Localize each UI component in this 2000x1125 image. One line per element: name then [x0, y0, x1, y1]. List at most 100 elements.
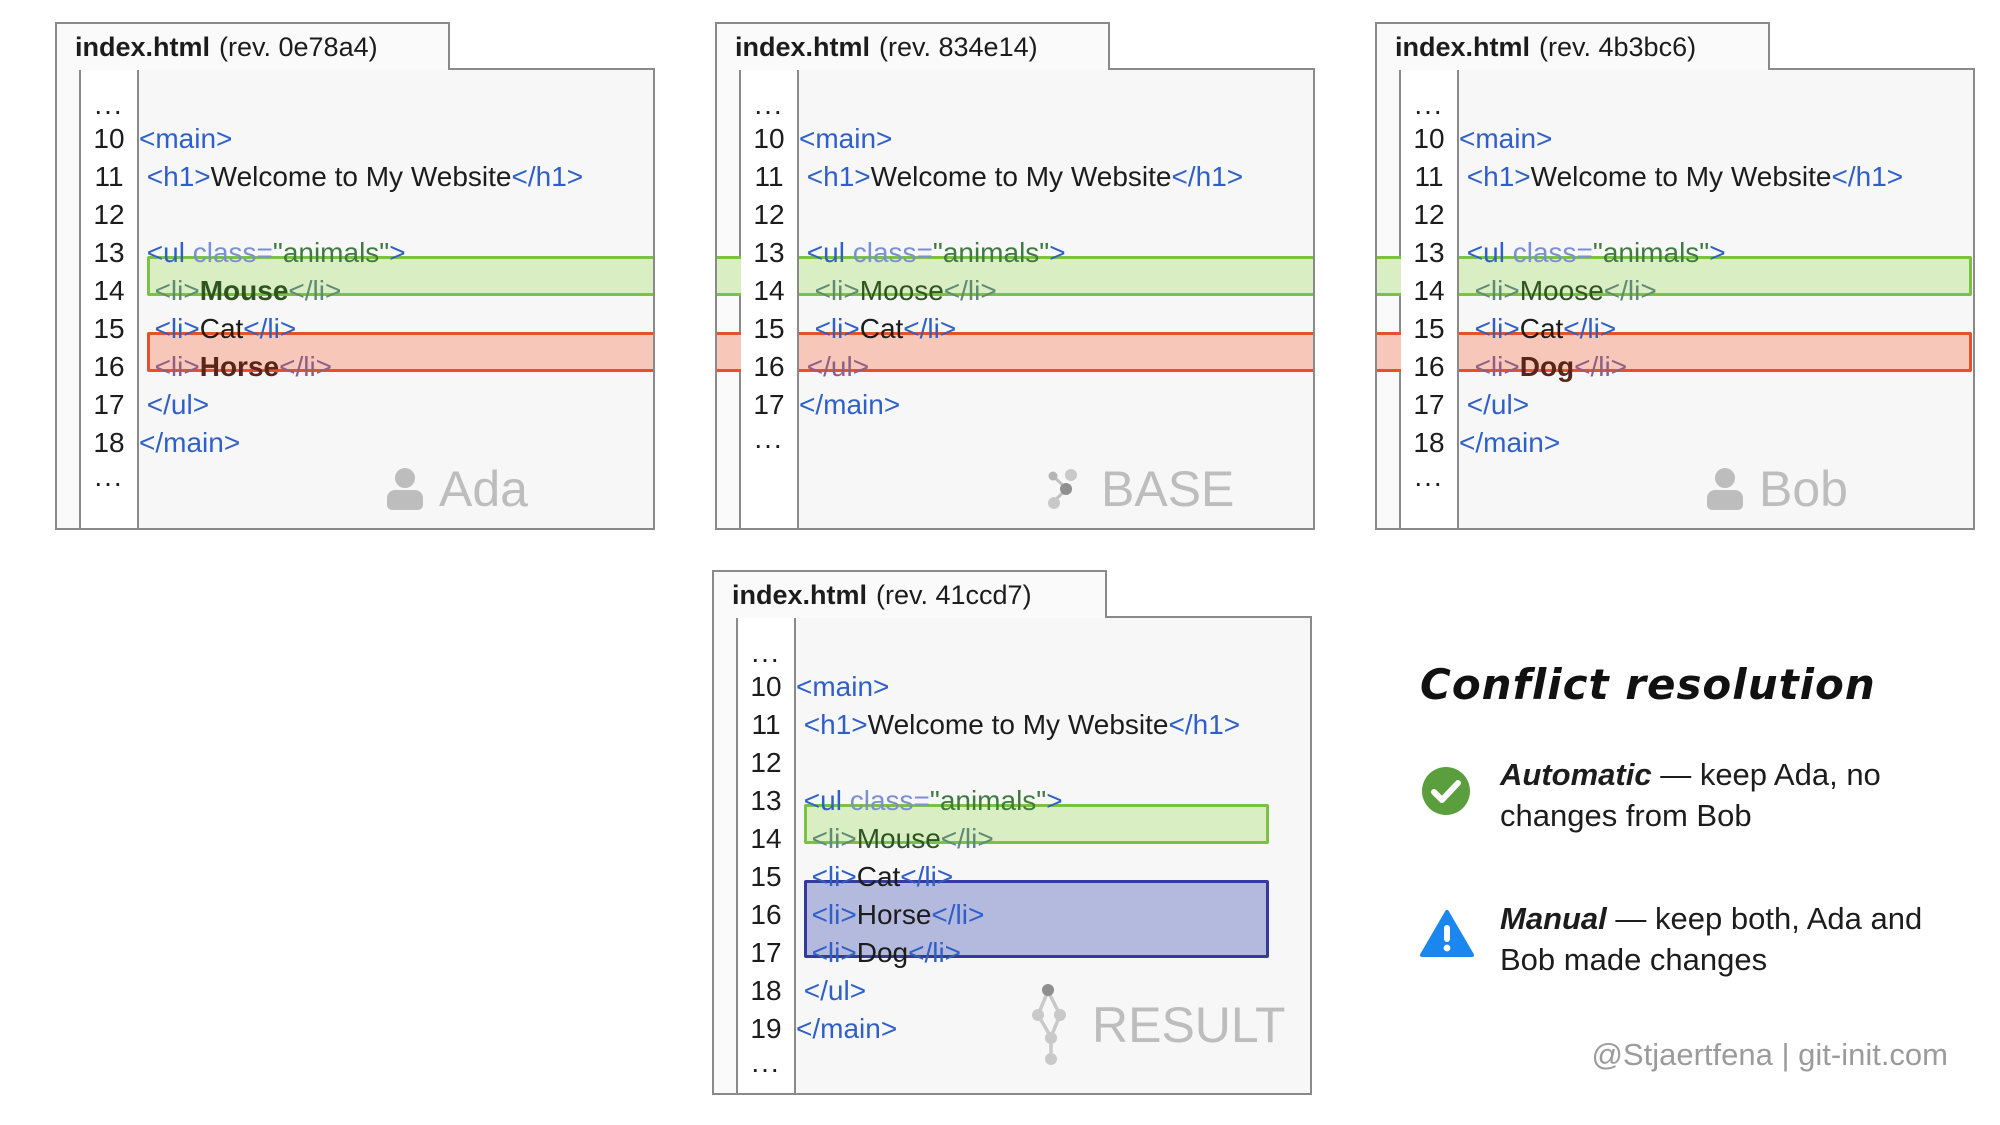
- line-number: 14: [1413, 275, 1445, 306]
- code-line: <ul class="animals">: [1466, 237, 1726, 268]
- code-line: </ul>: [1466, 389, 1530, 420]
- code-area-ada: <main> <h1>Welcome to My Website</h1> <u…: [139, 70, 653, 528]
- legend-title: Conflict resolution: [1420, 660, 1876, 709]
- line-number: 15: [1413, 313, 1445, 344]
- panel-body-bob: ... 10 11 12 13 14 15 16 17 18 ... <main…: [1375, 68, 1975, 530]
- line-number: 15: [93, 313, 125, 344]
- highlight-band-removed: [717, 332, 1313, 372]
- line-number: 18: [750, 975, 782, 1006]
- panel-revision: (rev. 4b3bc6): [1539, 31, 1697, 62]
- panel-body-base: ... 10 11 12 13 14 15 16 17 ... <main> <…: [715, 68, 1315, 530]
- panel-tab-base[interactable]: index.html (rev. 834e14): [715, 22, 1110, 70]
- code-line: [796, 638, 1310, 668]
- legend-item-text: Manual — keep both, Ada and Bob made cha…: [1500, 899, 1980, 981]
- code-line: <main>: [796, 671, 890, 702]
- line-number: 12: [753, 199, 785, 230]
- line-number: 16: [93, 351, 125, 382]
- code-line-conflict: <li>Horse</li>: [811, 899, 985, 930]
- panel-file-name: index.html: [1395, 31, 1531, 62]
- line-number: 17: [753, 389, 785, 420]
- code-line: </main>: [139, 427, 241, 458]
- line-number: ...: [1414, 89, 1444, 120]
- panel-edge-strip: [1377, 70, 1401, 528]
- footer-credit: @Stjaertfena | git-init.com: [1591, 1037, 1948, 1072]
- line-number: 10: [753, 123, 785, 154]
- line-number: 10: [750, 671, 782, 702]
- legend-description: keep Ada, no changes from Bob: [1500, 757, 1881, 833]
- panel-edge-strip: [717, 70, 741, 528]
- code-line: <h1>Welcome to My Website</h1>: [1466, 161, 1904, 192]
- code-line: <ul class="animals">: [803, 785, 1063, 816]
- line-number-gutter-base: ... 10 11 12 13 14 15 16 17 ...: [741, 70, 799, 528]
- line-number: 14: [750, 823, 782, 854]
- highlight-band-removed: [1377, 332, 1972, 372]
- legend-dash: —: [1606, 900, 1656, 936]
- code-line-added: <li>Mouse</li>: [811, 823, 994, 854]
- line-number: 18: [93, 427, 125, 458]
- highlight-band-removed: [147, 332, 653, 372]
- panel-edge-strip: [57, 70, 81, 528]
- line-number: ...: [94, 89, 124, 120]
- warning-triangle-icon: [1420, 899, 1474, 964]
- code-line: </ul>: [803, 975, 867, 1006]
- code-line: </main>: [796, 1013, 898, 1044]
- code-line: <main>: [1459, 123, 1553, 154]
- panel-body-result: ... 10 11 12 13 14 15 16 17 18 19 ... <m…: [712, 616, 1312, 1095]
- code-line: <li>Cat</li>: [811, 861, 954, 892]
- file-panel-bob: index.html (rev. 4b3bc6) ... 10 11 12 13…: [1375, 22, 1975, 530]
- code-line: </ul>: [146, 389, 210, 420]
- highlight-band-added: [804, 804, 1269, 844]
- code-line: </main>: [1459, 427, 1561, 458]
- code-area-bob: <main> <h1>Welcome to My Website</h1> <u…: [1377, 70, 1973, 528]
- panel-tab-bob[interactable]: index.html (rev. 4b3bc6): [1375, 22, 1770, 70]
- line-number: ...: [1414, 461, 1444, 492]
- line-number: 11: [754, 161, 784, 192]
- panel-file-name: index.html: [735, 31, 871, 62]
- highlight-band-added: [147, 256, 653, 296]
- line-number: ...: [751, 1047, 781, 1078]
- code-line: <ul class="animals">: [146, 237, 406, 268]
- code-line: [1459, 90, 1973, 120]
- code-line: <li>Cat</li>: [1474, 313, 1617, 344]
- legend-term: Manual: [1500, 900, 1607, 936]
- line-number: 19: [750, 1013, 782, 1044]
- panel-revision: (rev. 0e78a4): [219, 31, 378, 62]
- legend-dash: —: [1651, 757, 1700, 792]
- line-number: 15: [750, 861, 782, 892]
- code-line: <h1>Welcome to My Website</h1>: [803, 709, 1241, 740]
- line-number-gutter-bob: ... 10 11 12 13 14 15 16 17 18 ...: [1401, 70, 1459, 528]
- highlight-band-added: [1377, 256, 1972, 296]
- code-area-base: <main> <h1>Welcome to My Website</h1> <u…: [717, 70, 1313, 528]
- line-number-gutter-ada: ... 10 11 12 13 14 15 16 17 18 ...: [81, 70, 139, 528]
- code-line: <li>Cat</li>: [814, 313, 957, 344]
- panel-file-name: index.html: [732, 579, 868, 610]
- code-line: [139, 462, 653, 492]
- panel-tab-result[interactable]: index.html (rev. 41ccd7): [712, 570, 1107, 618]
- line-number: 16: [750, 899, 782, 930]
- code-line: <main>: [799, 123, 893, 154]
- panel-revision: (rev. 834e14): [879, 31, 1038, 62]
- line-number: 16: [753, 351, 785, 382]
- legend-item-manual: Manual — keep both, Ada and Bob made cha…: [1420, 899, 1980, 981]
- code-line: <h1>Welcome to My Website</h1>: [146, 161, 584, 192]
- conflict-resolution-legend: Conflict resolution Automatic — keep Ada…: [1420, 660, 1980, 1025]
- code-line-added: <li>Moose</li>: [1474, 275, 1657, 306]
- code-line: [1459, 196, 1973, 234]
- highlight-band-conflict: [804, 880, 1269, 958]
- line-number: 18: [1413, 427, 1445, 458]
- code-line: [796, 744, 1310, 782]
- line-number: 12: [750, 747, 782, 778]
- line-number: 11: [94, 161, 124, 192]
- legend-item-text: Automatic — keep Ada, no changes from Bo…: [1500, 755, 1980, 837]
- legend-term: Automatic: [1500, 757, 1652, 792]
- file-panel-base: index.html (rev. 834e14) ... 10 11 12 13…: [715, 22, 1315, 530]
- highlight-band-added: [717, 256, 1313, 296]
- legend-item-automatic: Automatic — keep Ada, no changes from Bo…: [1420, 755, 1980, 837]
- panel-tab-ada[interactable]: index.html (rev. 0e78a4): [55, 22, 450, 70]
- code-line: [139, 196, 653, 234]
- line-number: 12: [1413, 199, 1445, 230]
- code-line: [139, 90, 653, 120]
- code-line-added: <li>Moose</li>: [814, 275, 997, 306]
- line-number: 13: [750, 785, 782, 816]
- code-line: [799, 196, 1313, 234]
